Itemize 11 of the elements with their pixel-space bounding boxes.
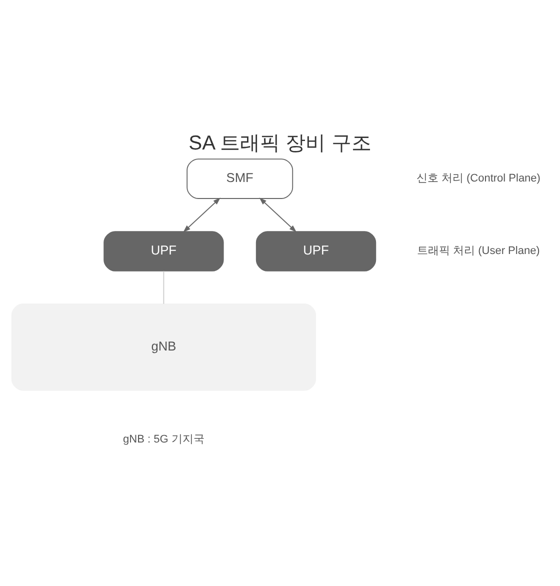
connector	[163, 270, 164, 304]
label: 신호 처리 (Control Plane)	[416, 172, 540, 185]
label: 트래픽 처리 (User Plane)	[416, 245, 540, 258]
label: gNB : 5G 기지국	[123, 434, 204, 446]
arrow	[183, 198, 220, 232]
node-box: UPF	[104, 231, 224, 272]
node-box: gNB	[11, 304, 316, 391]
node-box: UPF	[256, 231, 376, 272]
diagram-title: SA 트래픽 장비 구조	[188, 132, 372, 154]
node-box: SMF	[186, 158, 294, 199]
arrow	[259, 198, 297, 232]
